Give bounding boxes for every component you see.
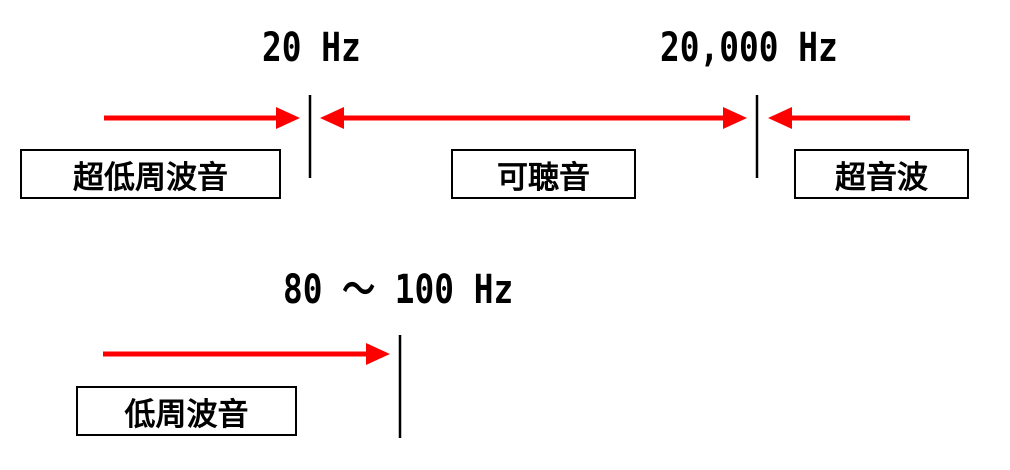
arrow-audible-range [320,107,747,129]
box-infrasound: 超低周波音 [20,149,281,199]
label-20000hz: 20,000 Hz [660,25,838,71]
label-80-100hz: 80 ～ 100 Hz [283,267,514,313]
arrow-ultrasound [768,107,910,129]
label-20hz: 20 Hz [262,25,361,71]
box-ultrasound: 超音波 [794,149,969,199]
arrow-low-frequency [103,343,390,365]
arrow-infrasound [104,107,300,129]
box-audible: 可聴音 [451,149,636,199]
box-low-frequency: 低周波音 [76,386,297,436]
